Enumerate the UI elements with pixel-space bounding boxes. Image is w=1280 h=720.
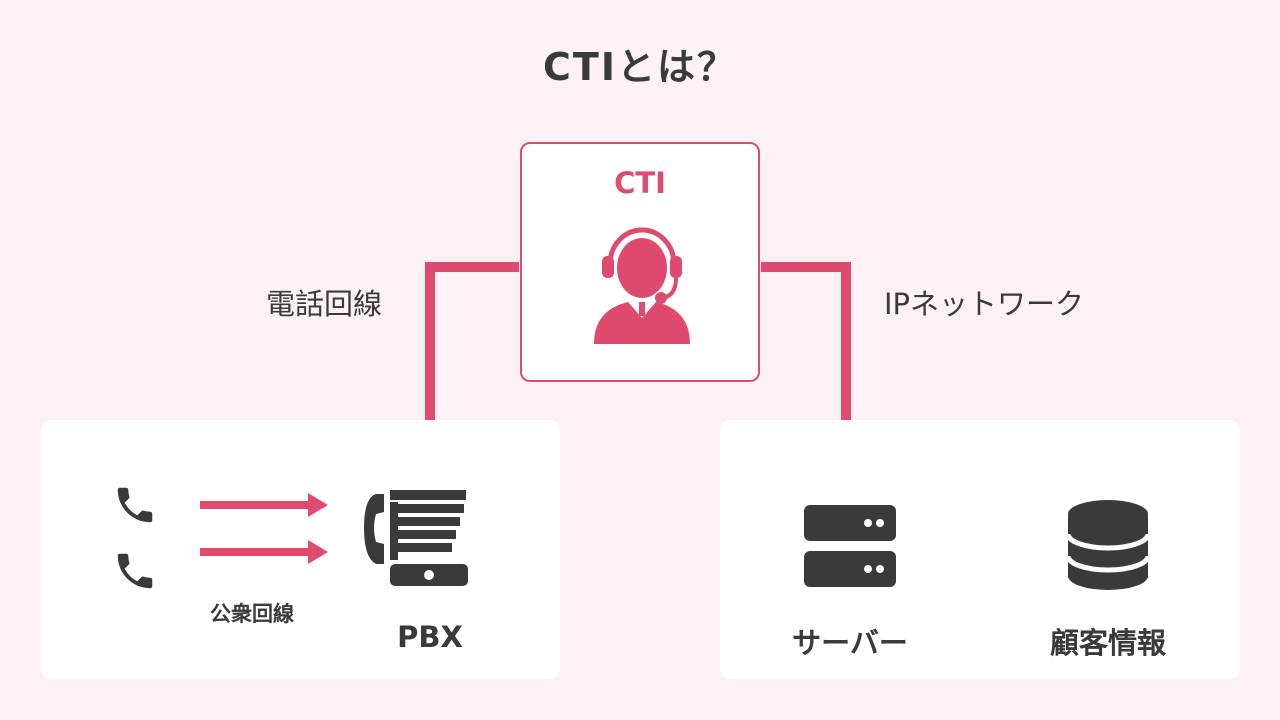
arrow-head <box>308 493 328 517</box>
phone-line-label: 電話回線 <box>266 287 383 321</box>
pbx-icon <box>364 490 468 586</box>
network-panel <box>720 420 1240 679</box>
server-icon <box>804 505 896 587</box>
ip-network-label: IPネットワーク <box>884 287 1085 321</box>
phone-icon <box>117 553 153 589</box>
pbx-label: PBX <box>397 620 463 654</box>
cti-box: CTI <box>520 142 760 382</box>
arrow-head <box>308 540 328 564</box>
page-title: CTIとは？ <box>543 45 737 89</box>
ip-network-connector <box>761 262 851 476</box>
database-icon <box>1068 500 1148 590</box>
arrow-shaft <box>200 548 310 556</box>
customer-info-label: 顧客情報 <box>1049 626 1166 660</box>
phone-line-connector <box>425 262 519 450</box>
phone-icon <box>117 487 153 523</box>
arrow-shaft <box>200 501 310 509</box>
headset-operator-icon <box>594 227 690 344</box>
public-line-label: 公衆回線 <box>210 602 294 626</box>
server-label: サーバー <box>792 626 908 660</box>
public-line-arrows <box>200 493 328 564</box>
cti-title: CTI <box>614 166 666 200</box>
